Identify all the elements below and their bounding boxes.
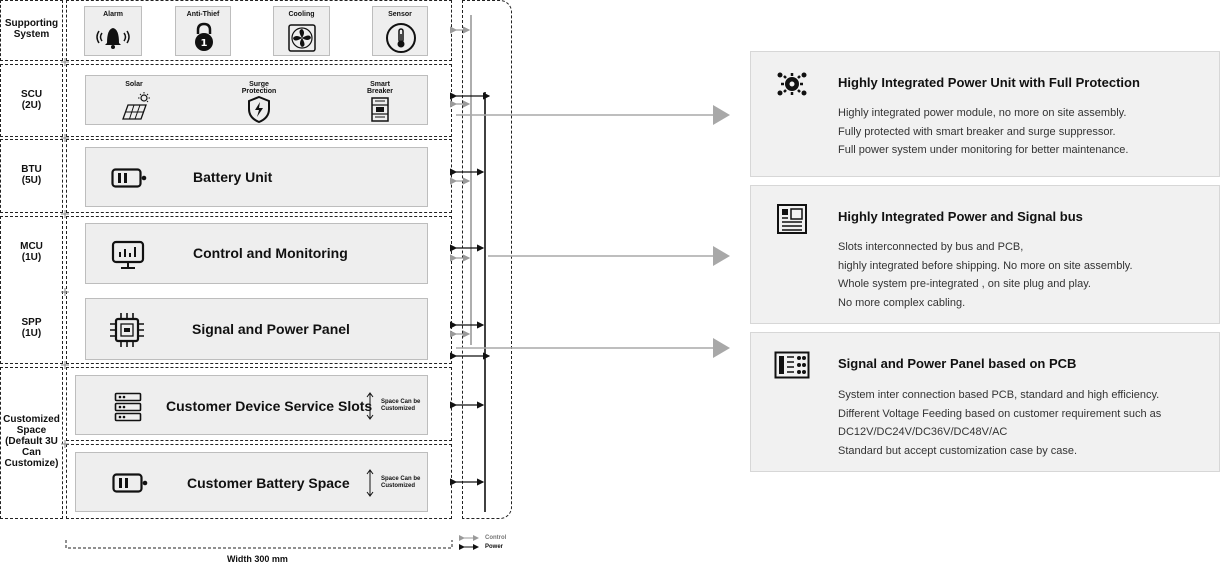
feature-title-3: Signal and Power Panel based on PCB [838,356,1077,371]
row-label-box-scu [0,64,63,137]
row-label-btu: BTU (5U) [21,164,42,186]
vertical-range-icon [366,392,374,420]
customer-battery-label: Customer Battery Space [187,475,350,491]
customer-device-panel: Customer Device Service Slots Space Can … [75,375,428,435]
feature-lines-3: System inter connection based PCB, stand… [838,389,1162,457]
solar-panel-icon [122,92,150,120]
support-item-anti-thief: Anti-Thief 1 [175,6,231,56]
battery-icon [112,473,148,493]
row-label-box-support [0,0,63,61]
battery-icon [111,168,147,188]
monitor-chart-icon [111,240,145,269]
svg-text:1: 1 [201,38,208,49]
legend-control: Control [485,535,507,541]
row-label-scu: SCU (2U) [20,89,43,111]
vertical-range-icon [366,469,374,497]
legend-power: Power [485,544,504,550]
support-item-alarm: Alarm [84,6,142,56]
surge-shield-icon [248,96,270,123]
gear-cluster-icon [777,72,807,96]
control-monitoring-panel: Control and Monitoring [85,223,428,284]
support-item-sensor: Sensor [372,6,428,56]
row-label-box-custom [0,367,63,519]
signal-power-label: Signal and Power Panel [192,321,350,337]
feature-lines-2: Slots interconnected by bus and PCB, hig… [838,241,1133,309]
row-label-support: Supporting System [4,18,59,40]
battery-unit-panel: Battery Unit [85,147,428,207]
alarm-bell-icon [96,28,130,49]
row-box-btu [66,139,452,213]
row-box-mcu-spp [66,216,452,364]
space-customizable-note-1: Space Can be Customized [381,399,421,412]
support-item-cooling: Cooling [273,6,330,56]
thermometer-icon [386,23,416,53]
fan-icon [288,24,316,52]
feature-title-1: Highly Integrated Power Unit with Full P… [838,75,1140,90]
lock-icon: 1 [195,22,213,51]
space-customizable-note-2: Space Can be Customized [381,476,421,489]
server-stack-icon [114,392,142,422]
row-label-custom: Customized Space (Default 3U Can Customi… [3,414,60,469]
chip-icon [110,313,144,347]
control-monitoring-label: Control and Monitoring [193,245,348,261]
feature-title-2: Highly Integrated Power and Signal bus [838,209,1083,224]
customer-battery-panel: Customer Battery Space Space Can be Cust… [75,452,428,512]
battery-unit-label: Battery Unit [193,169,273,185]
row-label-box-btu [0,139,63,213]
pcb-panel-icon [774,351,810,379]
bus-connections [61,15,730,550]
row-label-box-mcu-spp [0,216,63,364]
breaker-icon [371,97,389,122]
feature-card-bus: Highly Integrated Power and Signal bus S… [750,185,1220,324]
circuit-board-icon [777,204,807,234]
feature-lines-1: Highly integrated power module, no more … [838,107,1129,156]
signal-power-panel: Signal and Power Panel [85,298,428,360]
customer-device-label: Customer Device Service Slots [166,398,373,414]
row-label-mcu: MCU (1U) [20,241,43,263]
width-label: Width 300 mm [227,554,288,564]
feature-card-power-unit: Highly Integrated Power Unit with Full P… [750,51,1220,177]
feature-card-pcb: Signal and Power Panel based on PCB Syst… [750,332,1220,472]
row-label-spp: SPP (1U) [21,317,42,339]
scu-panel: Solar Surge Protection Smart Breaker [85,75,428,125]
